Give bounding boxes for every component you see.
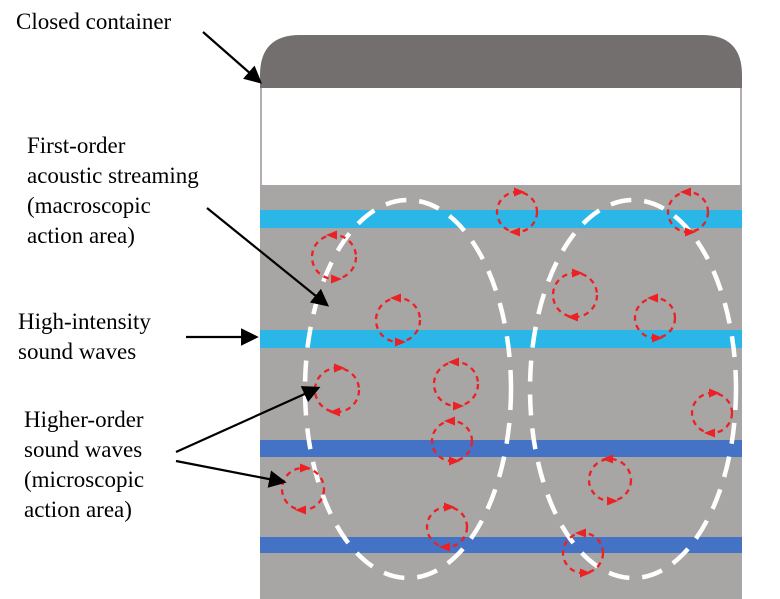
vortex-rotation-arrow [449,456,460,466]
vortex-rotation-arrow [453,401,464,411]
annotation-arrow [206,207,330,307]
vortex-rotation-arrow [572,268,583,278]
vortex-rotation-arrow [580,568,591,578]
vortex-rotation-arrow [295,505,306,515]
vortex-rotation-arrow [300,463,311,473]
vortex-rotation-arrow [390,293,401,303]
vortex-rotation-arrow [602,454,613,464]
annotation-arrow [202,31,262,84]
vortex-rotation-arrow [652,333,663,343]
vortex-rotation-arrow [444,416,455,426]
first-order-streaming-label: First-order acoustic streaming (macrosco… [27,133,199,248]
vortex-rotation-arrow [444,502,455,512]
vortex-rotation-arrow [509,227,520,237]
blue-sound-wave-bar [260,537,742,553]
high-intensity-waves-label: High-intensity sound waves [18,309,151,364]
vortex-rotation-arrow [567,312,578,322]
closed-container-label: Closed container [16,9,172,34]
vortex-rotation-arrow [439,542,450,552]
vortex-rotation-arrow [514,187,525,197]
annotation-arrow [175,386,321,454]
vortex-rotation-arrow [331,274,342,284]
higher-order-waves-label: Higher-order sound waves (microscopic ac… [24,407,145,522]
vortex-rotation-arrow [575,528,586,538]
vortex-rotation-arrow [448,357,459,367]
streaming-ellipse [302,197,514,581]
vortex-rotation-arrow [395,337,406,347]
container-liquid [260,185,742,599]
cyan-sound-wave-bar [260,330,742,348]
vortex-rotation-arrow [334,363,345,373]
vortex-rotation-arrow [685,227,696,237]
vortex-rotation-arrow [329,407,340,417]
vortex-rotation-arrow [709,388,720,398]
container-headspace [260,88,742,185]
vortex-rotation-arrow [680,187,691,197]
vortex-rotation-arrow [704,428,715,438]
vortex-rotation-arrow [326,230,337,240]
annotation-arrow [175,459,287,488]
streaming-ellipse [527,197,739,581]
vortex-rotation-arrow [607,496,618,506]
cyan-sound-wave-bar [260,210,742,228]
vortex-rotation-arrow [647,293,658,303]
container-cap [260,35,742,88]
blue-sound-wave-bar [260,440,742,457]
